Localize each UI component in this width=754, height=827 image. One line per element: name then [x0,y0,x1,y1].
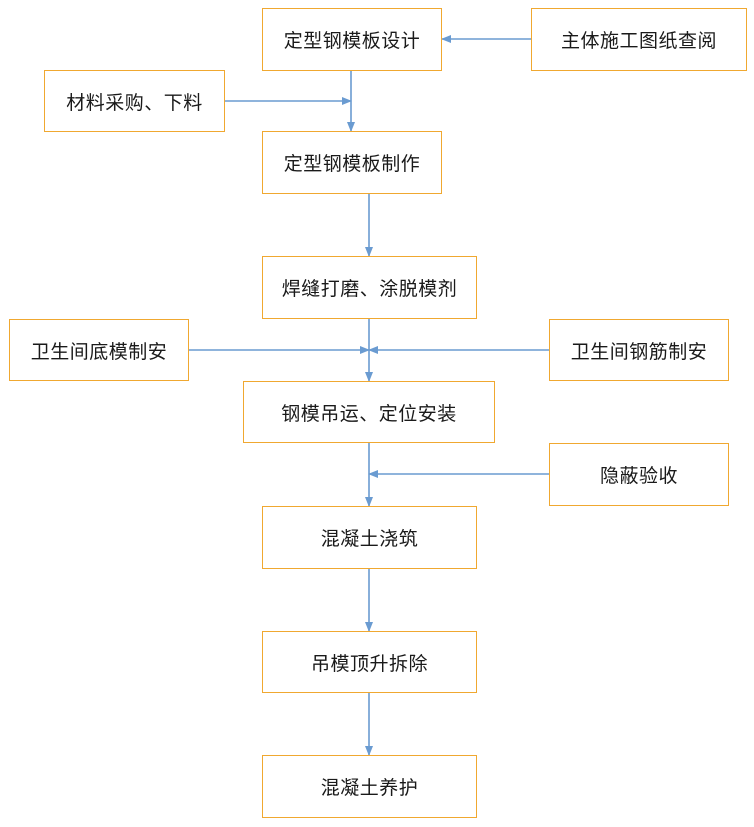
step-formwork-install: 钢模吊运、定位安装 [243,381,495,443]
step-formwork-fabrication: 定型钢模板制作 [262,131,442,194]
step-bathroom-rebar: 卫生间钢筋制安 [549,319,729,381]
step-concrete-curing-label: 混凝土养护 [320,777,419,799]
step-concrete-pour: 混凝土浇筑 [262,506,477,569]
step-drawing-review: 主体施工图纸查阅 [531,8,747,71]
step-material-purchase-label: 材料采购、下料 [66,91,203,114]
step-form-lift-removal-label: 吊模顶升拆除 [310,652,428,675]
step-formwork-install-label: 钢模吊运、定位安装 [281,402,457,425]
step-form-lift-removal: 吊模顶升拆除 [262,631,477,693]
step-bathroom-bottom-form-label: 卫生间底模制安 [30,340,168,363]
step-bathroom-rebar-label: 卫生间钢筋制安 [570,340,708,363]
step-concealed-inspection-label: 隐蔽验收 [599,465,678,487]
step-formwork-design: 定型钢模板设计 [262,8,442,71]
step-formwork-design-label: 定型钢模板设计 [283,30,421,52]
step-drawing-review-label: 主体施工图纸查阅 [560,30,717,52]
step-bathroom-bottom-form: 卫生间底模制安 [9,319,189,381]
step-material-purchase: 材料采购、下料 [44,70,225,132]
step-weld-polish-label: 焊缝打磨、涂脱模剂 [281,278,458,300]
step-weld-polish: 焊缝打磨、涂脱模剂 [262,256,477,319]
step-concrete-curing: 混凝土养护 [262,755,477,818]
step-concealed-inspection: 隐蔽验收 [549,443,729,506]
step-concrete-pour-label: 混凝土浇筑 [320,528,419,550]
step-formwork-fabrication-label: 定型钢模板制作 [283,153,421,175]
